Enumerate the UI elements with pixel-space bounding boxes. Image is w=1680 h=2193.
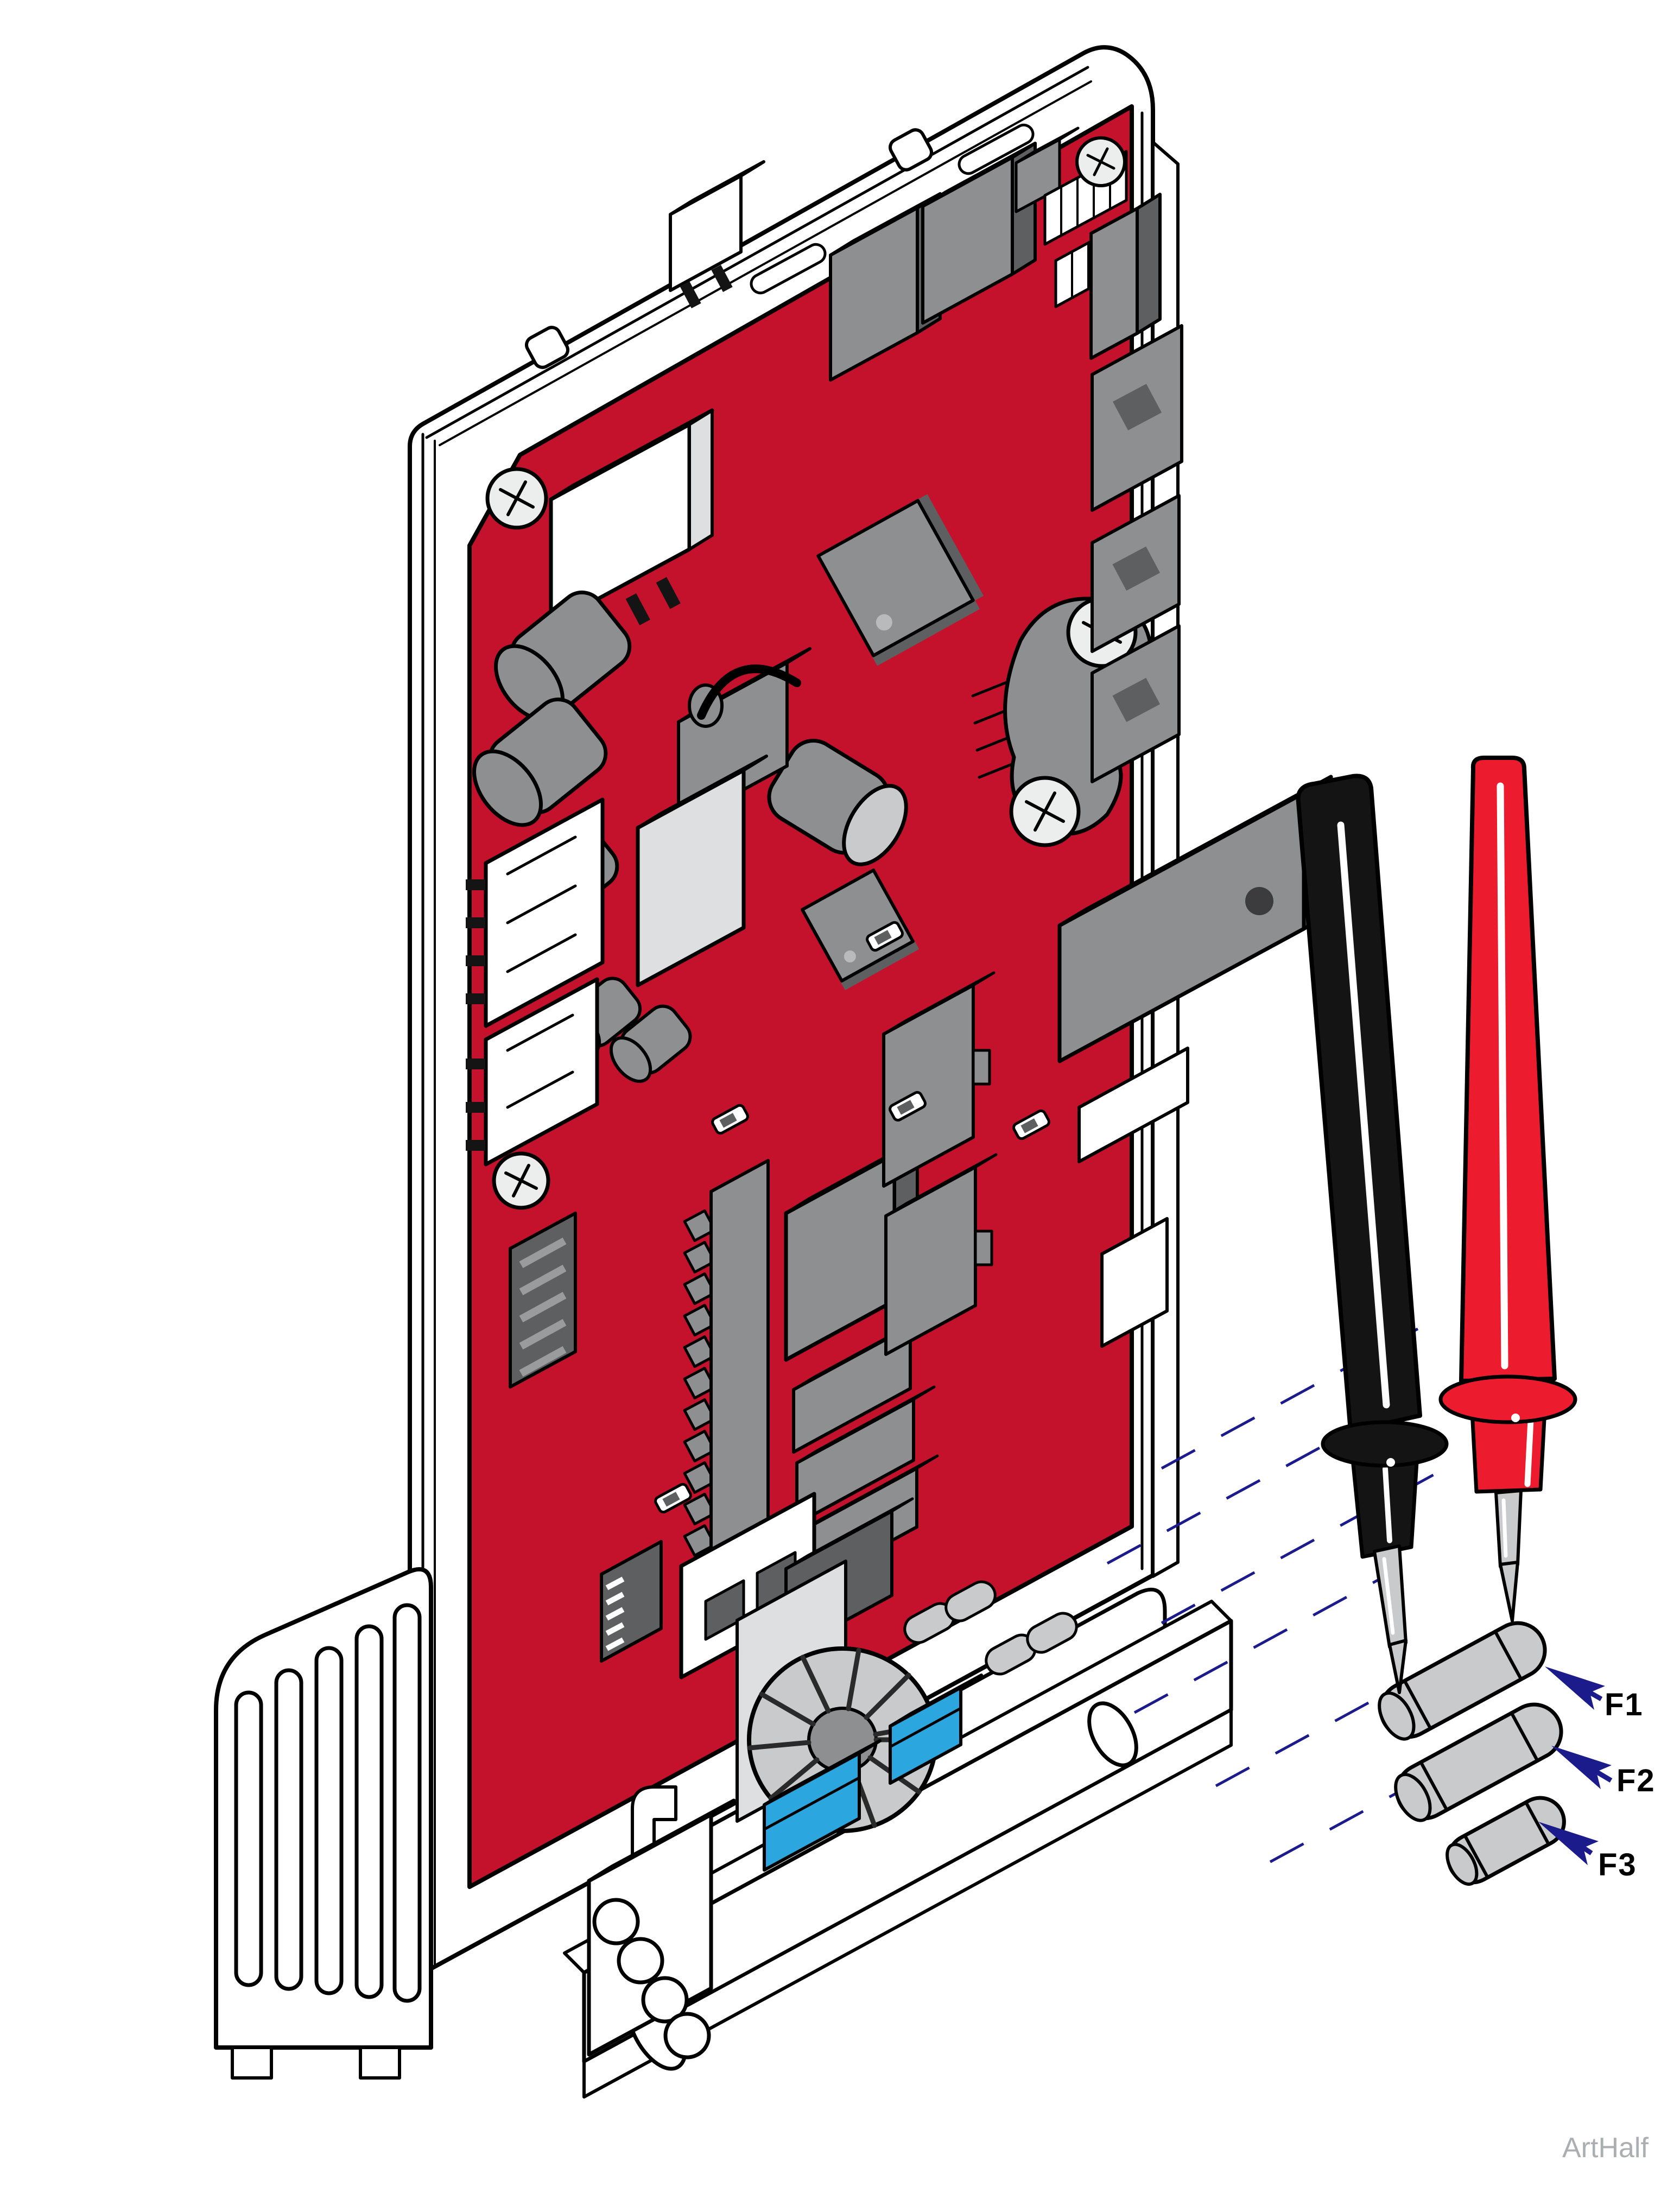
black-probe-tip <box>1388 1639 1408 1694</box>
screw-top-left <box>485 467 548 530</box>
red-probe-collar <box>1438 1374 1577 1424</box>
capacitor-small <box>609 1004 692 1083</box>
fuse-clips <box>903 1580 1078 1676</box>
black-probe-collar <box>1321 1420 1449 1468</box>
edge-connector <box>1091 624 1181 783</box>
edge-connector <box>1091 494 1181 653</box>
connector-white-right <box>1100 1217 1169 1348</box>
connector-2pin-white <box>669 160 765 309</box>
connector-white-left-1 <box>466 797 605 1028</box>
jumper-pads <box>654 921 1050 1582</box>
chassis-slot <box>750 243 827 295</box>
label-f1: F1 <box>1605 1687 1644 1722</box>
capacitor-horizontal <box>767 739 908 866</box>
vent-slot <box>314 1646 344 1995</box>
fuses <box>1378 1621 1566 1886</box>
callout-arrow-icon <box>1551 1746 1612 1789</box>
red-probe-highlight <box>1497 782 1508 1370</box>
fuse-f3 <box>1446 1796 1566 1886</box>
ic-chip-small <box>801 869 920 991</box>
callout-arrow-tail <box>1582 1846 1593 1855</box>
callout-arrow-icon <box>1545 1666 1605 1710</box>
chassis-fold-line <box>425 66 1089 439</box>
vent-bracket-foot <box>231 2046 273 2080</box>
callout-f2: F2 <box>1551 1746 1656 1798</box>
callout-arrow-tail <box>1595 1770 1613 1783</box>
red-probe-tip <box>1499 1561 1519 1622</box>
callouts: F1 F2 F3 <box>1538 1666 1656 1883</box>
latch-connector <box>882 971 996 1188</box>
connector-white-left-2 <box>466 977 599 1167</box>
callout-arrow-icon <box>1538 1822 1599 1865</box>
vent-slot <box>234 1690 263 1987</box>
red-probe-handle <box>1459 756 1557 1383</box>
red-probe <box>1438 756 1577 1622</box>
base-oval-hole <box>1087 1701 1138 1767</box>
connector-block-b <box>921 142 1037 325</box>
screw-mid-left <box>492 1151 550 1210</box>
base-rail-flange <box>582 1708 1233 2099</box>
black-probe <box>1296 774 1449 1694</box>
blue-terminal-1 <box>763 1739 882 1872</box>
board-components <box>466 126 1333 2059</box>
watermark: ArtHalf <box>1562 2132 1649 2164</box>
vent-bracket <box>214 1567 433 2080</box>
module-light <box>636 755 768 987</box>
blue-terminal-2 <box>889 1674 983 1785</box>
pin-header-comb <box>683 1159 770 1595</box>
connector-top-right <box>1089 193 1162 360</box>
ic-chip-large <box>816 494 984 666</box>
power-terminal-block <box>587 1785 736 2059</box>
black-probe-highlight <box>1337 821 1390 1409</box>
chassis-tab <box>525 326 569 369</box>
chassis-fold-line <box>439 80 1092 446</box>
edge-connector <box>1091 324 1183 512</box>
fuse-f2 <box>1394 1702 1563 1822</box>
screw-top-right <box>1075 136 1126 187</box>
electrolytic-capacitor <box>472 698 608 827</box>
latch-connector <box>884 1153 998 1356</box>
inductor-block <box>677 647 812 827</box>
vent-slot <box>274 1668 303 1991</box>
vent-slot <box>354 1624 384 1999</box>
callout-f3: F3 <box>1538 1822 1637 1883</box>
heatsink-clip <box>1077 1047 1189 1163</box>
screw-regulator-2 <box>1009 776 1081 847</box>
label-f2: F2 <box>1616 1763 1656 1798</box>
callout-arrow-tail <box>1588 1690 1603 1701</box>
chassis-tab <box>889 128 933 172</box>
chassis-slot <box>958 123 1035 175</box>
label-f3: F3 <box>1598 1847 1637 1883</box>
callout-f1: F1 <box>1545 1666 1644 1722</box>
vent-slot <box>392 1603 422 2003</box>
dip-chip <box>600 1540 663 1663</box>
header-block-dark <box>509 1212 577 1389</box>
fuse-f1 <box>1378 1621 1547 1741</box>
vent-bracket-foot <box>359 2046 401 2080</box>
red-probe-shaft <box>1494 1489 1523 1568</box>
black-probe-handle <box>1296 774 1422 1433</box>
